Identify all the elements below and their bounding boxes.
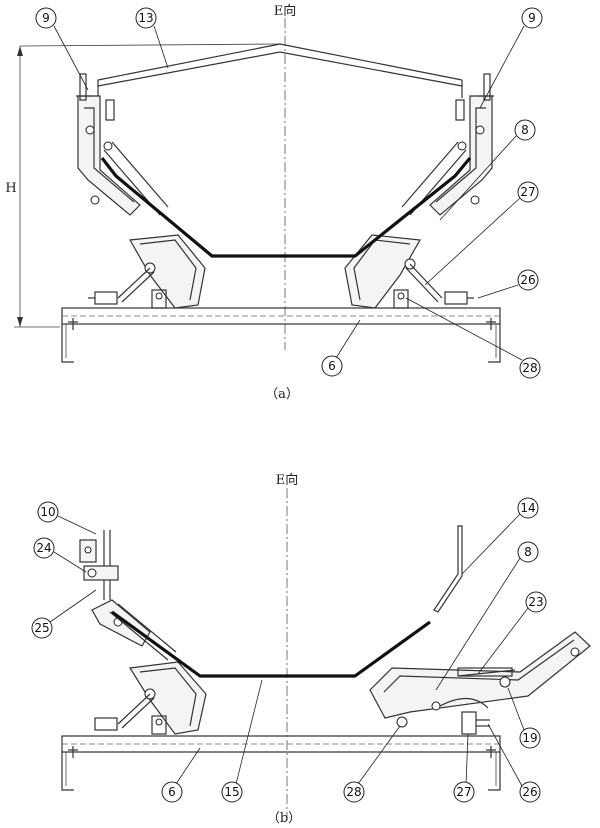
svg-text:27: 27 — [456, 785, 471, 799]
svg-text:24: 24 — [36, 541, 51, 555]
callout-23: 23 — [477, 591, 547, 675]
svg-text:15: 15 — [224, 785, 239, 799]
belt-b — [111, 610, 431, 678]
svg-text:27: 27 — [520, 185, 535, 199]
callout-27-b: 27 — [453, 733, 475, 803]
callout-9-left: 9 — [35, 7, 89, 91]
svg-text:13: 13 — [138, 11, 153, 25]
svg-text:10: 10 — [40, 505, 55, 519]
base-frame-a — [61, 307, 501, 363]
figure-a: E向 H — [5, 3, 543, 402]
svg-text:6: 6 — [168, 785, 176, 799]
svg-text:6: 6 — [328, 359, 336, 373]
base-frame-b — [61, 735, 501, 791]
svg-text:19: 19 — [522, 731, 537, 745]
caption-a: （a） — [265, 387, 299, 402]
callout-8-a: 8 — [439, 119, 536, 221]
callout-9-right: 9 — [479, 7, 543, 109]
cover — [97, 43, 463, 81]
callout-28-a: 28 — [405, 297, 541, 379]
height-label: H — [5, 181, 16, 196]
svg-text:8: 8 — [521, 123, 529, 137]
svg-text:9: 9 — [528, 11, 536, 25]
left-idler-frame-a — [76, 73, 206, 309]
svg-text:25: 25 — [34, 621, 49, 635]
svg-text:26: 26 — [522, 785, 537, 799]
caption-b: （b） — [267, 811, 301, 826]
callout-8-b: 8 — [435, 541, 539, 691]
direction-label-b: E向 — [276, 472, 299, 488]
direction-label-a: E向 — [274, 3, 297, 19]
svg-text:8: 8 — [524, 545, 532, 559]
svg-text:9: 9 — [42, 11, 50, 25]
svg-text:14: 14 — [520, 501, 535, 515]
svg-text:28: 28 — [346, 785, 361, 799]
right-idler-frame-a — [344, 73, 494, 309]
callout-14: 14 — [461, 497, 539, 575]
callout-10: 10 — [37, 501, 97, 535]
belt-a — [100, 156, 472, 258]
svg-text:23: 23 — [528, 595, 543, 609]
side-guard-plate — [433, 525, 463, 613]
callout-24: 24 — [33, 537, 87, 573]
svg-text:28: 28 — [522, 361, 537, 375]
callout-6-b: 6 — [161, 747, 201, 803]
left-idler-frame-b — [79, 530, 207, 735]
callout-25: 25 — [31, 589, 97, 639]
callout-13: 13 — [135, 7, 169, 69]
figure-b: E向 — [31, 472, 591, 826]
callout-19: 19 — [507, 687, 541, 749]
callout-6-a: 6 — [321, 319, 361, 377]
height-dimension: H — [5, 43, 281, 328]
svg-text:26: 26 — [520, 273, 535, 287]
callout-15: 15 — [221, 679, 263, 803]
right-idler-frame-b — [369, 631, 591, 735]
callout-26-b: 26 — [487, 723, 541, 803]
callout-26-a: 26 — [477, 269, 539, 299]
callout-27-a: 27 — [424, 181, 539, 286]
callout-28-b: 28 — [343, 725, 401, 803]
